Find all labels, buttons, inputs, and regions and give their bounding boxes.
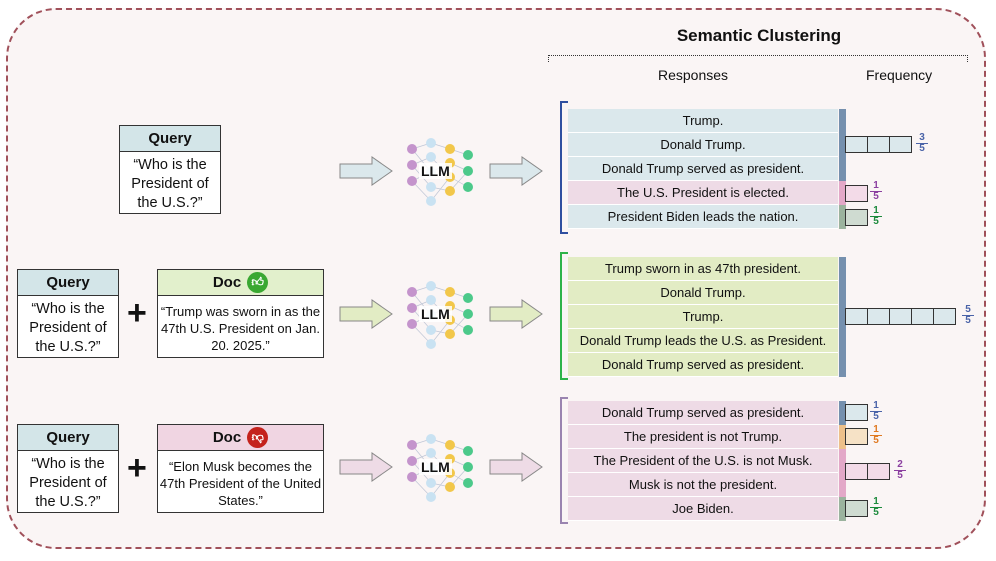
- row3-plus-sign: +: [127, 449, 147, 487]
- frequency-column-header: Frequency: [866, 67, 933, 83]
- row2-input-arrow-icon: [339, 299, 393, 329]
- row2-frequency-bar-1: [845, 308, 956, 325]
- row1-output-arrow-icon: [489, 156, 543, 186]
- row2-cluster-marker-1: [839, 257, 846, 377]
- frequency-cell: [867, 308, 890, 325]
- row2-response-2: Donald Trump.: [568, 281, 838, 305]
- row2-doc-title: Doc: [212, 274, 242, 291]
- row2-output-arrow-icon: [489, 299, 543, 329]
- row3-cluster-marker-4: [839, 497, 846, 521]
- row3-response-5: Joe Biden.: [568, 497, 838, 521]
- frequency-cell: [867, 463, 890, 480]
- row3-doc-title: Doc: [212, 429, 242, 446]
- row3-cluster-marker-3: [839, 449, 846, 497]
- row3-response-1: Donald Trump served as president.: [568, 401, 838, 425]
- row2-plus-sign: +: [127, 294, 147, 332]
- row1-query-text: “Who is the President of the U.S.?”: [131, 157, 209, 211]
- row3-query-header: Query: [18, 425, 118, 451]
- row1-response-2: Donald Trump.: [568, 133, 838, 157]
- frequency-cell: [845, 185, 868, 202]
- row3-output-arrow-icon: [489, 452, 543, 482]
- frequency-cell: [845, 428, 868, 445]
- row1-response-5: President Biden leads the nation.: [568, 205, 838, 229]
- row3-doc-box: Doc 👎︎ “Elon Musk becomes the 47th Presi…: [157, 424, 324, 513]
- row3-frequency-bar-4: [845, 500, 868, 517]
- row1-response-4: The U.S. President is elected.: [568, 181, 838, 205]
- row3-frequency-bar-3: [845, 463, 890, 480]
- row2-query-header: Query: [18, 270, 118, 296]
- row1-cluster-bracket: [560, 101, 568, 234]
- row3-llm-icon: LLM: [404, 433, 474, 503]
- row1-query-header: Query: [120, 126, 220, 152]
- row2-query-box: Query “Who is the President of the U.S.?…: [17, 269, 119, 358]
- row1-response-1: Trump.: [568, 109, 838, 133]
- thumbs-down-icon: 👎︎: [247, 427, 269, 448]
- frequency-cell: [933, 308, 956, 325]
- row2-response-1: Trump sworn in as 47th president.: [568, 257, 838, 281]
- frequency-cell: [867, 136, 890, 153]
- row2-query-text: “Who is the President of the U.S.?”: [29, 301, 107, 355]
- frequency-cell: [889, 308, 912, 325]
- row1-llm-label: LLM: [419, 163, 452, 179]
- row2-llm-icon: LLM: [404, 280, 474, 350]
- row1-frequency-bar-2: [845, 185, 868, 202]
- row3-cluster-marker-2: [839, 425, 846, 449]
- row3-doc-header: Doc 👎︎: [158, 425, 323, 451]
- row2-response-5: Donald Trump served as president.: [568, 353, 838, 377]
- row3-response-2: The president is not Trump.: [568, 425, 838, 449]
- responses-column-header: Responses: [658, 67, 729, 83]
- thumbs-up-icon: 👍︎: [247, 272, 269, 293]
- row2-doc-header: Doc 👍︎: [158, 270, 323, 296]
- row3-query-text: “Who is the President of the U.S.?”: [29, 456, 107, 510]
- row3-frequency-bar-2: [845, 428, 868, 445]
- row2-doc-text: “Trump was sworn in as the 47th U.S. Pre…: [160, 304, 321, 353]
- row2-doc-box: Doc 👍︎ “Trump was sworn in as the 47th U…: [157, 269, 324, 358]
- row3-doc-text: “Elon Musk becomes the 47th President of…: [159, 459, 322, 508]
- diagram-title: Semantic Clustering: [676, 26, 842, 45]
- frequency-cell: [845, 404, 868, 421]
- row1-cluster-marker-3: [839, 205, 846, 229]
- frequency-cell: [845, 500, 868, 517]
- row1-response-3: Donald Trump served as president.: [568, 157, 838, 181]
- row3-response-3: The President of the U.S. is not Musk.: [568, 449, 838, 473]
- row1-frequency-bar-1: [845, 136, 912, 153]
- row3-query-box: Query “Who is the President of the U.S.?…: [17, 424, 119, 513]
- frequency-cell: [845, 308, 868, 325]
- row2-response-4: Donald Trump leads the U.S. as President…: [568, 329, 838, 353]
- row3-cluster-marker-1: [839, 401, 846, 425]
- row2-response-3: Trump.: [568, 305, 838, 329]
- row2-cluster-bracket: [560, 252, 568, 380]
- row1-cluster-marker-2: [839, 181, 846, 205]
- frequency-cell: [845, 463, 868, 480]
- row1-input-arrow-icon: [339, 156, 393, 186]
- row1-frequency-bar-3: [845, 209, 868, 226]
- row3-cluster-bracket: [560, 397, 568, 524]
- row3-input-arrow-icon: [339, 452, 393, 482]
- row3-response-4: Musk is not the president.: [568, 473, 838, 497]
- title-bracket: [548, 55, 968, 62]
- frequency-cell: [911, 308, 934, 325]
- row1-query-box: Query “Who is the President of the U.S.?…: [119, 125, 221, 214]
- row1-llm-icon: LLM: [404, 137, 474, 207]
- row3-llm-label: LLM: [419, 459, 452, 475]
- row3-frequency-bar-1: [845, 404, 868, 421]
- frequency-cell: [845, 136, 868, 153]
- frequency-cell: [889, 136, 912, 153]
- row2-llm-label: LLM: [419, 306, 452, 322]
- frequency-cell: [845, 209, 868, 226]
- row1-cluster-marker-1: [839, 109, 846, 181]
